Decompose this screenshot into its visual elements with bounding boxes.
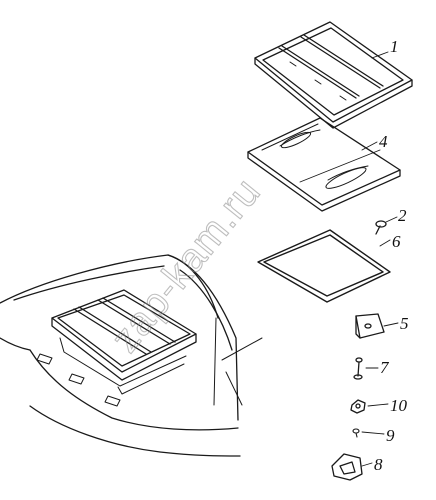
part-5-bracket (355, 313, 385, 339)
callout-10: 10 (390, 396, 408, 415)
part-8-clip (331, 453, 363, 481)
callout-8: 8 (374, 455, 383, 474)
part-4-inner-panel (247, 117, 401, 212)
leader-lines (361, 51, 399, 467)
part-6-seal (257, 229, 391, 303)
callout-1: 1 (390, 37, 399, 56)
callout-4: 4 (379, 132, 388, 151)
callout-7: 7 (380, 358, 390, 377)
part-10-nut (350, 399, 366, 414)
callout-5: 5 (400, 314, 409, 333)
cab-roof (0, 254, 263, 457)
part-2-screw (375, 220, 387, 235)
callout-2: 2 (398, 206, 407, 225)
callout-6: 6 (392, 232, 401, 251)
part-9-small-screw (352, 428, 360, 438)
part-1-hatch-cover (254, 21, 413, 129)
part-7-bolt (353, 357, 363, 380)
callout-9: 9 (386, 426, 395, 445)
